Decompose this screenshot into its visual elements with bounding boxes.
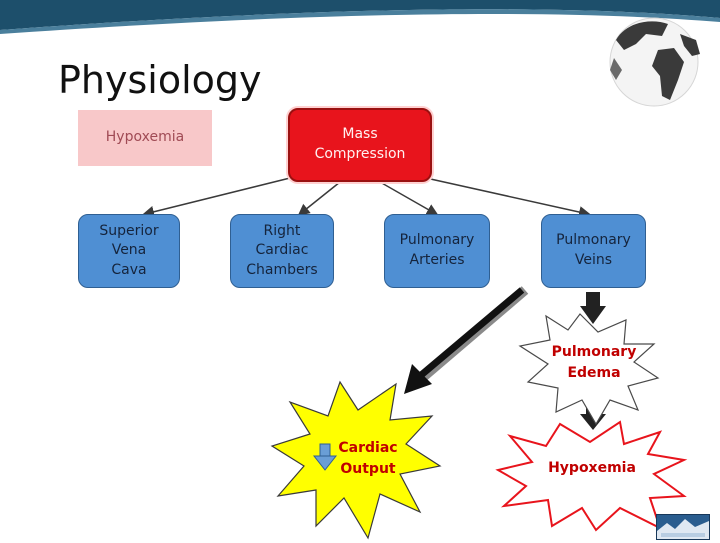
node-right-cardiac-chambers: Right Cardiac Chambers	[230, 214, 334, 288]
arrow-to-cardiac-output	[404, 286, 529, 394]
cardiac-output-label: Cardiac Output	[338, 440, 398, 477]
decrease-arrow-icon	[312, 443, 338, 471]
connector-mass-to-pulm-arteries	[379, 181, 439, 216]
node-superior-vena-cava: Superior Vena Cava	[78, 214, 180, 288]
logo-mark	[657, 519, 709, 539]
cardiac-output-burst	[270, 380, 442, 540]
node-pulmonary-arteries: Pulmonary Arteries	[384, 214, 490, 288]
node-pulmonary-veins: Pulmonary Veins	[541, 214, 646, 288]
connector-mass-to-right-cardiac	[297, 181, 341, 216]
connector-mass-to-pulm-veins	[425, 177, 591, 218]
globe-icon	[609, 17, 700, 107]
node-superior-vena-cava-label: Superior Vena Cava	[99, 222, 159, 278]
pulmonary-edema-label: Pulmonary Edema	[551, 344, 637, 381]
hypoxemia-bottom-label: Hypoxemia	[548, 460, 636, 476]
node-hypoxemia-top-label: Hypoxemia	[105, 129, 185, 146]
node-mass-compression-label: Mass Compression	[314, 126, 406, 162]
node-mass-compression: Mass Compression	[288, 108, 432, 182]
banner-swoosh-light	[0, 9, 720, 34]
pulmonary-edema-burst	[518, 313, 660, 426]
top-banner	[0, 0, 720, 34]
banner-swoosh	[0, 0, 720, 30]
node-hypoxemia-top: Hypoxemia	[78, 110, 212, 166]
logo	[656, 514, 710, 540]
node-pulmonary-arteries-label: Pulmonary Arteries	[399, 232, 475, 268]
node-right-cardiac-chambers-label: Right Cardiac Chambers	[246, 222, 318, 278]
hypoxemia-burst	[495, 420, 688, 532]
node-pulmonary-veins-label: Pulmonary Veins	[556, 232, 631, 268]
down-arrow-veins-to-edema	[580, 292, 606, 324]
connector-mass-to-svc	[142, 177, 291, 218]
page-title: Physiology	[58, 58, 262, 102]
